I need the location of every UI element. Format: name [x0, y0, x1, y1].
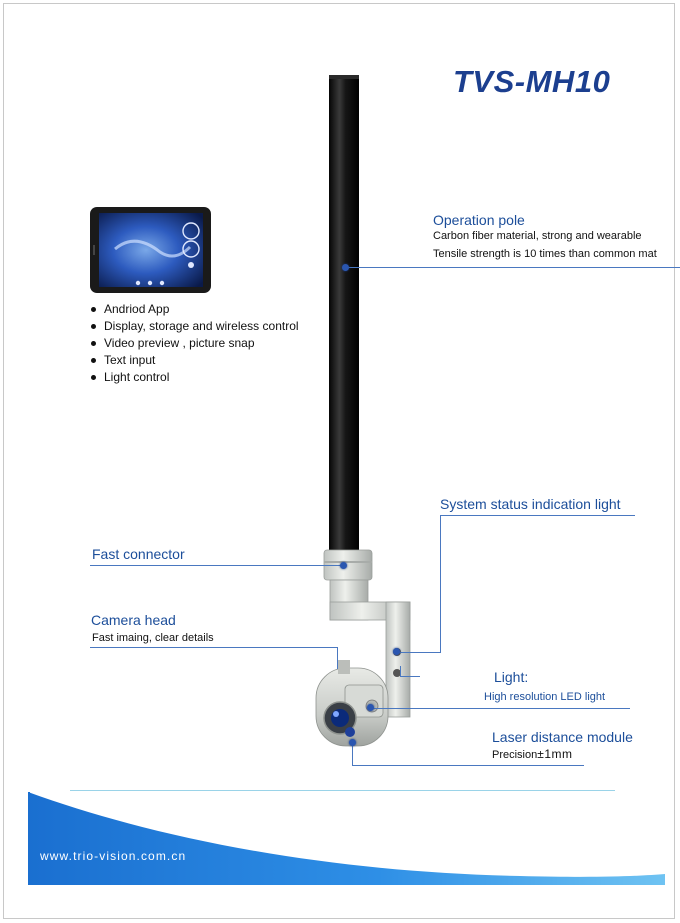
status-light-heading: System status indication light — [440, 496, 621, 512]
list-item: Video preview , picture snap — [90, 335, 299, 352]
operation-pole-desc-2: Tensile strength is 10 times than common… — [433, 248, 657, 260]
footer-url: www.trio-vision.com.cn — [40, 849, 187, 863]
operation-pole-heading: Operation pole — [433, 212, 525, 228]
fast-connector-marker — [340, 562, 347, 569]
light-leader-connector — [400, 676, 420, 677]
footer-wave — [28, 792, 665, 885]
laser-heading: Laser distance module — [492, 729, 633, 745]
status-light-leader-horizontal — [397, 652, 441, 653]
app-feature-list: Andriod App Display, storage and wireles… — [90, 301, 299, 386]
light-marker — [367, 704, 374, 711]
status-light-leader-top — [440, 515, 635, 516]
light-leader — [372, 708, 630, 709]
tablet-image — [90, 207, 211, 293]
list-item: Light control — [90, 369, 299, 386]
camera-head-leader — [90, 647, 338, 648]
light-heading: Light: — [494, 669, 529, 685]
product-title: TVS-MH10 — [453, 64, 611, 99]
laser-marker — [349, 739, 356, 746]
camera-head-heading: Camera head — [91, 612, 176, 628]
laser-leader-vertical — [352, 742, 353, 765]
list-item: Andriod App — [90, 301, 299, 318]
laser-desc: Precision±1mm — [492, 747, 573, 761]
list-item: Text input — [90, 352, 299, 369]
laser-desc-value: ±1mm — [537, 747, 573, 761]
operation-pole-leader — [345, 267, 680, 268]
operation-pole-desc-1: Carbon fiber material, strong and wearab… — [433, 230, 642, 242]
list-item: Display, storage and wireless control — [90, 318, 299, 335]
light-desc: High resolution LED light — [484, 691, 606, 703]
laser-desc-prefix: Precision — [492, 749, 538, 761]
laser-leader — [352, 765, 584, 766]
fast-connector-heading: Fast connector — [92, 546, 185, 562]
device-image — [315, 75, 411, 747]
page-frame — [3, 3, 675, 919]
status-light-leader-vertical — [440, 515, 441, 653]
fast-connector-leader — [90, 565, 343, 566]
status-light-marker — [393, 648, 400, 655]
light-leader-vertical-top — [400, 666, 401, 676]
camera-head-desc: Fast imaing, clear details — [92, 632, 214, 644]
camera-head-leader-vertical — [337, 647, 338, 669]
footer-divider — [70, 790, 615, 791]
operation-pole-marker — [342, 264, 349, 271]
